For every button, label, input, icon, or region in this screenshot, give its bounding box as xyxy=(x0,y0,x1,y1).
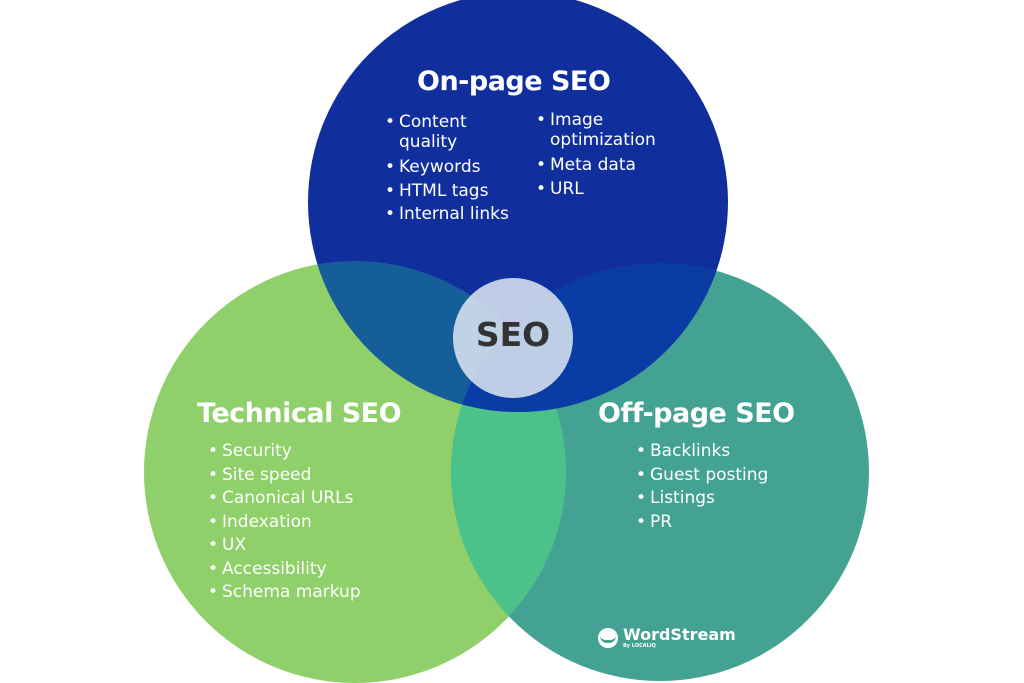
list-item: PR xyxy=(636,511,768,535)
list-item: Guest posting xyxy=(636,464,768,488)
list-item: Backlinks xyxy=(636,440,768,464)
seo-center-circle xyxy=(453,278,573,398)
list-item: Canonical URLs xyxy=(208,487,361,511)
onpage-technical-overlap xyxy=(308,261,566,412)
list-item: Image optimization xyxy=(536,110,676,150)
list-item: Keywords xyxy=(385,156,525,180)
list-item: UX xyxy=(208,534,361,558)
list-item: Schema markup xyxy=(208,581,361,605)
list-item: Security xyxy=(208,440,361,464)
list-item: Site speed xyxy=(208,464,361,488)
list-item: Internal links xyxy=(385,203,525,227)
list-item: HTML tags xyxy=(385,180,525,204)
technical-title: Technical SEO xyxy=(197,398,402,429)
list-item: Listings xyxy=(636,487,768,511)
list-item: Content quality xyxy=(385,112,525,152)
seo-center-label: SEO xyxy=(475,315,551,354)
on-page-list-2: Image optimization Meta data URL xyxy=(536,110,676,201)
logo-by: By LOCALIQ xyxy=(623,643,656,649)
list-item: Indexation xyxy=(208,511,361,535)
logo-name: WordStream xyxy=(623,625,736,644)
onpage-offpage-overlap xyxy=(451,263,728,412)
list-item: Accessibility xyxy=(208,558,361,582)
off-page-list: Backlinks Guest posting Listings PR xyxy=(636,440,768,534)
list-item: Meta data xyxy=(536,154,676,178)
list-item: URL xyxy=(536,178,676,202)
off-page-title: Off-page SEO xyxy=(598,398,795,429)
wordstream-logo-icon xyxy=(598,628,618,648)
wordstream-logo: WordStream By LOCALIQ xyxy=(598,627,736,649)
on-page-title: On-page SEO xyxy=(417,66,611,97)
on-page-list-1: Content quality Keywords HTML tags Inter… xyxy=(385,112,525,227)
technical-list: Security Site speed Canonical URLs Index… xyxy=(208,440,361,605)
